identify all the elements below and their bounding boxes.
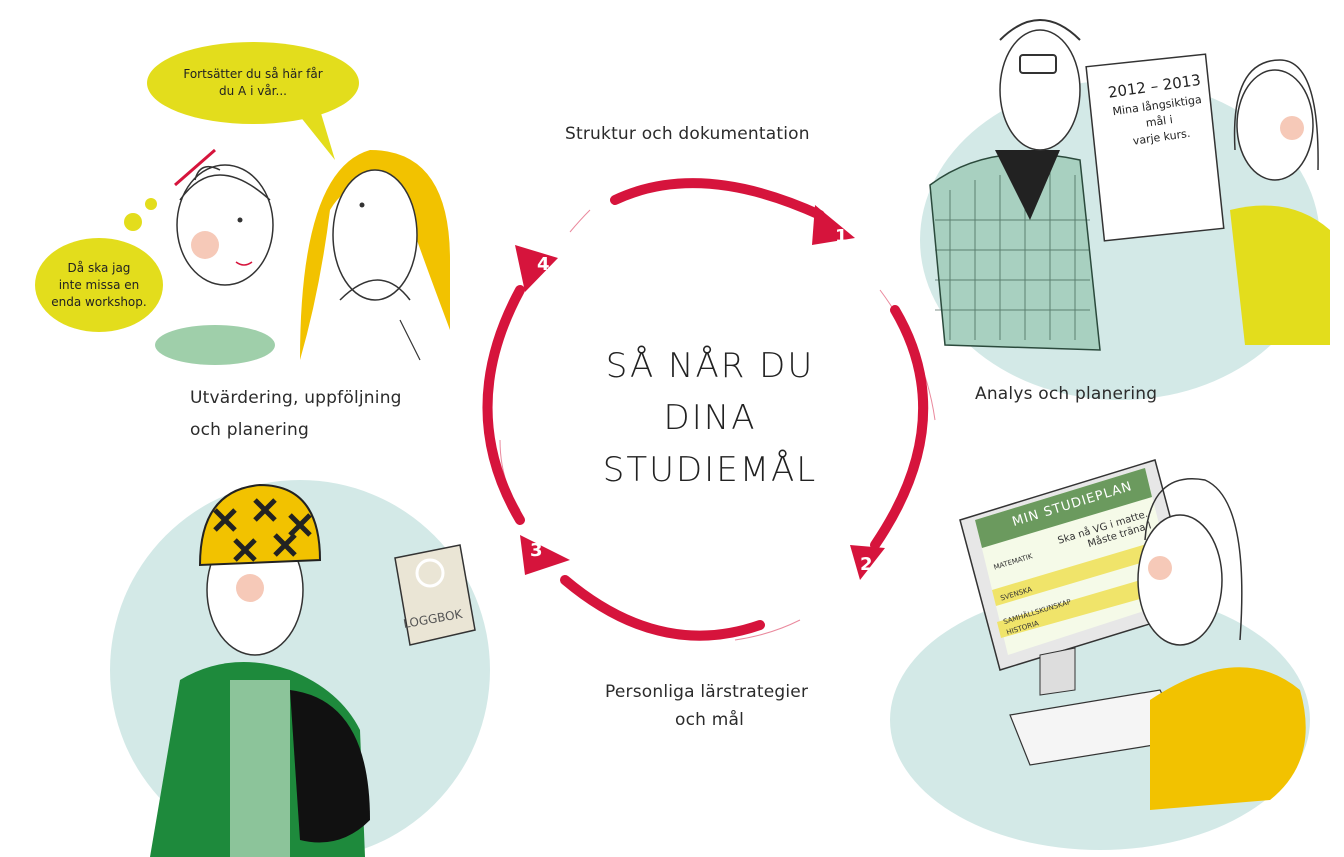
step-label-1: Struktur och dokumentation <box>565 124 810 144</box>
step-number-2: 2 <box>860 554 873 575</box>
teacher-head-right <box>999 29 1081 151</box>
arrow-head-1 <box>812 205 855 245</box>
student-thought-line1: Då ska jag <box>67 260 131 275</box>
logbook-book <box>394 544 476 646</box>
arrow-3 <box>560 575 765 641</box>
student-cheek <box>191 231 219 259</box>
arrow-heads <box>515 205 885 580</box>
arrow-head-2 <box>850 545 885 580</box>
step-label-3-line2: och mål <box>675 710 745 730</box>
step-number-4: 4 <box>537 254 550 275</box>
student-yellow-sweater <box>1150 667 1306 810</box>
center-title: SÅ NÅR DU DINA STUDIEMÅL <box>560 340 860 496</box>
student-thought-line2: inte missa en <box>58 277 140 292</box>
teacher-head <box>332 169 418 301</box>
student-yellow-top <box>1230 205 1330 345</box>
arrow-4 <box>482 285 525 525</box>
step-label-3-line1: Personliga lärstrategier <box>605 682 809 702</box>
center-title-line2: DINA STUDIEMÅL <box>602 398 818 490</box>
logbook-illustration <box>150 483 476 857</box>
step-number-3: 3 <box>530 540 543 561</box>
teacher-speech-bubble: Fortsätter du så här får du A i vår... <box>147 42 359 124</box>
analysis-illustration <box>929 19 1330 351</box>
student-shirt <box>155 325 275 365</box>
center-title-line1: SÅ NÅR DU <box>605 346 815 386</box>
teacher-speech-line1: Fortsätter du så här får <box>183 67 323 81</box>
student-head-computer <box>1137 514 1223 646</box>
step-label-4-line1: Utvärdering, uppföljning <box>190 388 402 408</box>
studyplan-header <box>975 468 1152 548</box>
student-teacher-illustration <box>124 110 450 365</box>
cycle-hairlines <box>499 209 936 641</box>
arrow-2 <box>870 305 929 550</box>
checkered-hat <box>198 483 322 567</box>
arrow-head-3 <box>520 535 570 575</box>
student-thought-line3: enda workshop. <box>51 294 147 309</box>
poster-sheet <box>1085 53 1225 242</box>
teacher-hair <box>300 150 450 360</box>
studyplan-illustration <box>959 459 1306 810</box>
arrow-head-4 <box>515 245 558 292</box>
teacher-speech-line2: du A i vår... <box>219 84 287 98</box>
step-number-1: 1 <box>835 226 848 247</box>
step-label-4-line2: och planering <box>190 420 309 440</box>
student-head <box>176 164 274 286</box>
step-label-2: Analys och planering <box>975 384 1158 404</box>
arrow-1 <box>610 178 825 220</box>
student-thought-bubble: Då ska jag inte missa en enda workshop. <box>35 238 163 332</box>
student-head-right <box>1236 69 1314 181</box>
student-bag <box>290 690 370 843</box>
student-shirt-green <box>230 680 290 857</box>
cycle-arrows <box>482 178 929 641</box>
